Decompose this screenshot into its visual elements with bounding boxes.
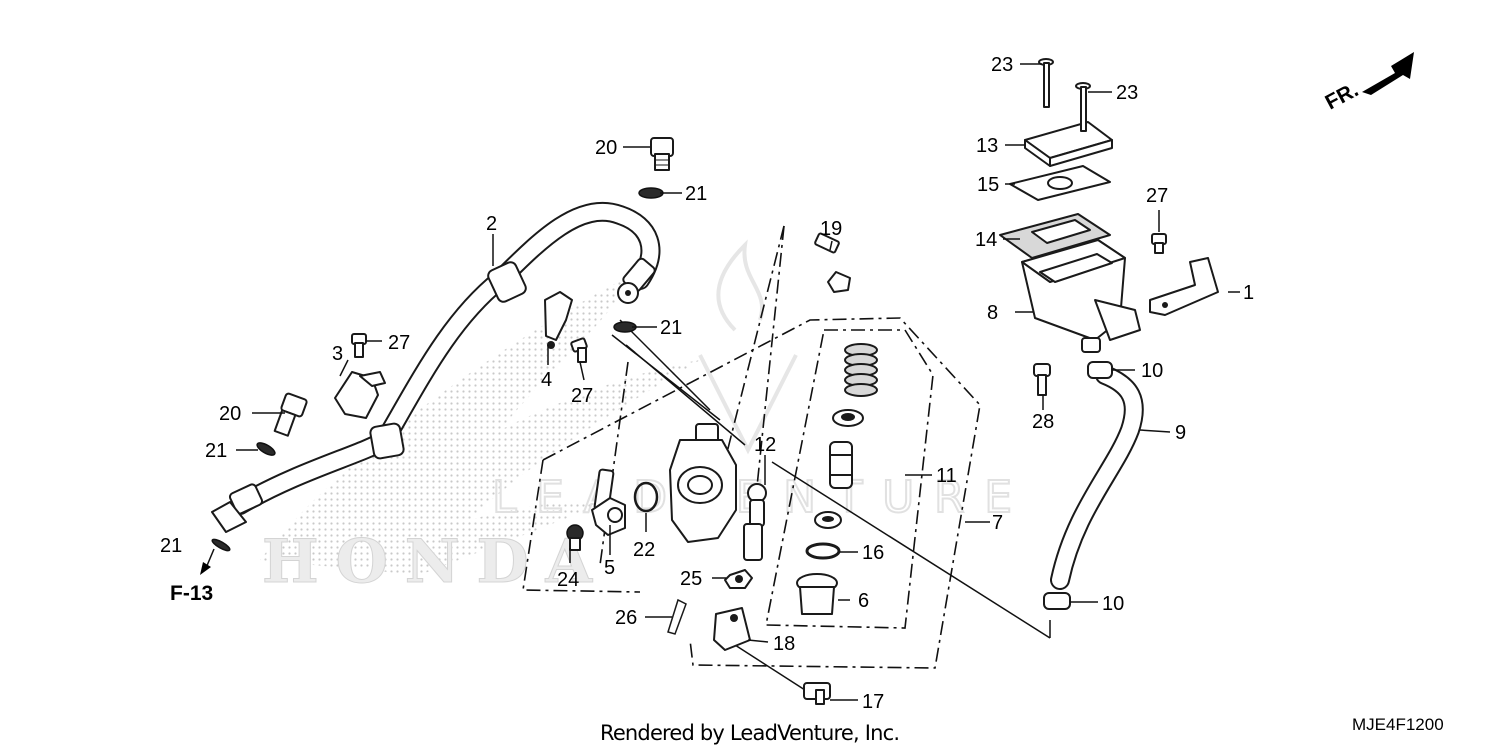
- diaphragm-14: [999, 213, 1111, 259]
- callout-1: 1: [1243, 282, 1254, 304]
- callout-6: 6: [858, 590, 869, 612]
- callout-numbers: 1 2 3 4 5 6 7 8 9 10 10 11 12 13 14 15 1…: [160, 54, 1254, 713]
- callout-23-right: 23: [1116, 82, 1138, 104]
- clamp-3: [334, 371, 386, 419]
- callout-16: 16: [862, 542, 884, 564]
- guide-4: [544, 291, 573, 349]
- primary-cup: [832, 409, 864, 427]
- reservoir-8: [1021, 239, 1141, 353]
- bolt-24: [566, 524, 584, 551]
- hose-clips-10: [1043, 361, 1113, 610]
- leader-lines: [611, 319, 1051, 691]
- honda-wing-watermark: [260, 270, 700, 575]
- bracket-1: [1149, 257, 1219, 316]
- bolt-20-upper: [650, 137, 674, 171]
- spring: [844, 343, 878, 397]
- callout-23-left: 23: [991, 54, 1013, 76]
- master-cylinder-body: [669, 423, 737, 543]
- leadventure-logo-watermark: [698, 239, 798, 455]
- front-indicator: FR.: [1322, 52, 1414, 114]
- honda-watermark-text: HONDA: [262, 527, 593, 597]
- callout-21-middle: 21: [660, 317, 682, 339]
- callout-18: 18: [773, 633, 795, 655]
- push-rod-12: [743, 483, 767, 561]
- cap-13: [1024, 121, 1113, 167]
- assembly-outline-7: [522, 317, 981, 669]
- callout-10-upper: 10: [1141, 360, 1163, 382]
- piston: [829, 441, 853, 489]
- diagram-code: MJE4F1200: [1352, 715, 1444, 734]
- callout-15: 15: [977, 174, 999, 196]
- front-arrow-icon: [1362, 52, 1414, 95]
- pin-17: [803, 682, 831, 705]
- callout-21-upper: 21: [685, 183, 707, 205]
- joint-5: [591, 468, 626, 536]
- nut-25: [724, 569, 753, 589]
- callout-20-lower: 20: [219, 403, 241, 425]
- assembly-outline-11: [765, 329, 934, 629]
- callout-21-bottom: 21: [160, 535, 182, 557]
- callout-27-middle: 27: [571, 385, 593, 407]
- screws-23: [1038, 58, 1091, 132]
- boot-6: [796, 573, 838, 615]
- callout-13: 13: [976, 135, 998, 157]
- callout-19: 19: [820, 218, 842, 240]
- callout-20-upper: 20: [595, 137, 617, 159]
- joint-18: [713, 607, 751, 651]
- sealing-washers-21: [211, 187, 664, 552]
- callout-7: 7: [992, 512, 1003, 534]
- cotter-pin-26: [667, 598, 687, 635]
- circlip-16: [805, 542, 841, 560]
- callout-leaders: [236, 63, 1240, 701]
- secondary-cup: [814, 511, 842, 529]
- callout-17: 17: [862, 691, 884, 713]
- callout-2: 2: [486, 213, 497, 235]
- callout-12: 12: [754, 434, 776, 456]
- callout-24: 24: [557, 569, 579, 591]
- figure-reference: F-13: [170, 582, 213, 605]
- callout-4: 4: [541, 369, 552, 391]
- callout-8: 8: [987, 302, 998, 324]
- f13-reference: F-13: [170, 548, 215, 605]
- callout-27-right: 27: [1146, 185, 1168, 207]
- bolts-27: [351, 233, 1167, 363]
- callout-14: 14: [975, 229, 997, 251]
- front-indicator-label: FR.: [1322, 78, 1363, 114]
- brake-hose: [211, 201, 661, 533]
- callout-22: 22: [633, 539, 655, 561]
- bolt-19: [814, 232, 851, 293]
- bolt-28: [1033, 363, 1051, 396]
- callout-11: 11: [936, 465, 957, 487]
- callout-25: 25: [680, 568, 702, 590]
- callout-28: 28: [1032, 411, 1054, 433]
- callout-26: 26: [615, 607, 637, 629]
- reference-arrow-icon: [200, 562, 211, 575]
- credit-text: Rendered by LeadVenture, Inc.: [600, 721, 900, 745]
- callout-27-left: 27: [388, 332, 410, 354]
- plate-15: [1009, 165, 1111, 201]
- o-ring-22: [633, 481, 659, 513]
- callout-5: 5: [604, 557, 615, 579]
- callout-9: 9: [1175, 422, 1186, 444]
- bolt-20-lower: [273, 392, 308, 437]
- callout-3: 3: [332, 343, 343, 365]
- reservoir-hose-9: [1050, 365, 1144, 590]
- callout-21-left: 21: [205, 440, 227, 462]
- callout-10-lower: 10: [1102, 593, 1124, 615]
